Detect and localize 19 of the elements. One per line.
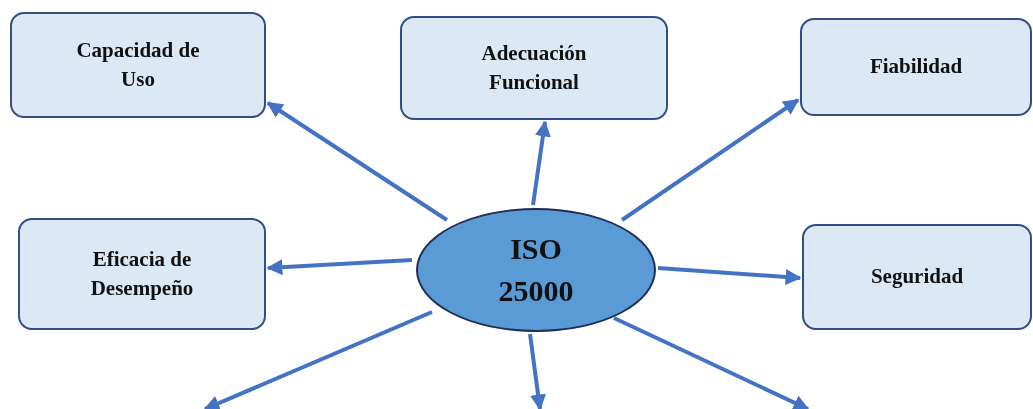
category-box bbox=[800, 18, 1032, 116]
arrow bbox=[203, 310, 433, 409]
node-label: Fiabilidad bbox=[869, 53, 963, 81]
arrow bbox=[528, 333, 547, 409]
arrow bbox=[266, 258, 413, 276]
arrow bbox=[620, 98, 800, 222]
category-box bbox=[18, 218, 266, 330]
category-box bbox=[400, 16, 668, 120]
category-box bbox=[802, 224, 1032, 330]
arrow bbox=[266, 101, 449, 222]
arrow bbox=[657, 266, 802, 285]
node-label: Eficacia de Desempeño bbox=[89, 245, 195, 302]
node-label: ISO 25000 bbox=[498, 231, 574, 309]
arrow bbox=[613, 316, 810, 409]
node-label: Adecuación Funcional bbox=[480, 39, 588, 96]
arrow bbox=[531, 120, 551, 206]
node-label: Capacidad de Uso bbox=[75, 36, 201, 93]
node-label: Seguridad bbox=[870, 263, 964, 291]
category-box bbox=[10, 12, 266, 118]
